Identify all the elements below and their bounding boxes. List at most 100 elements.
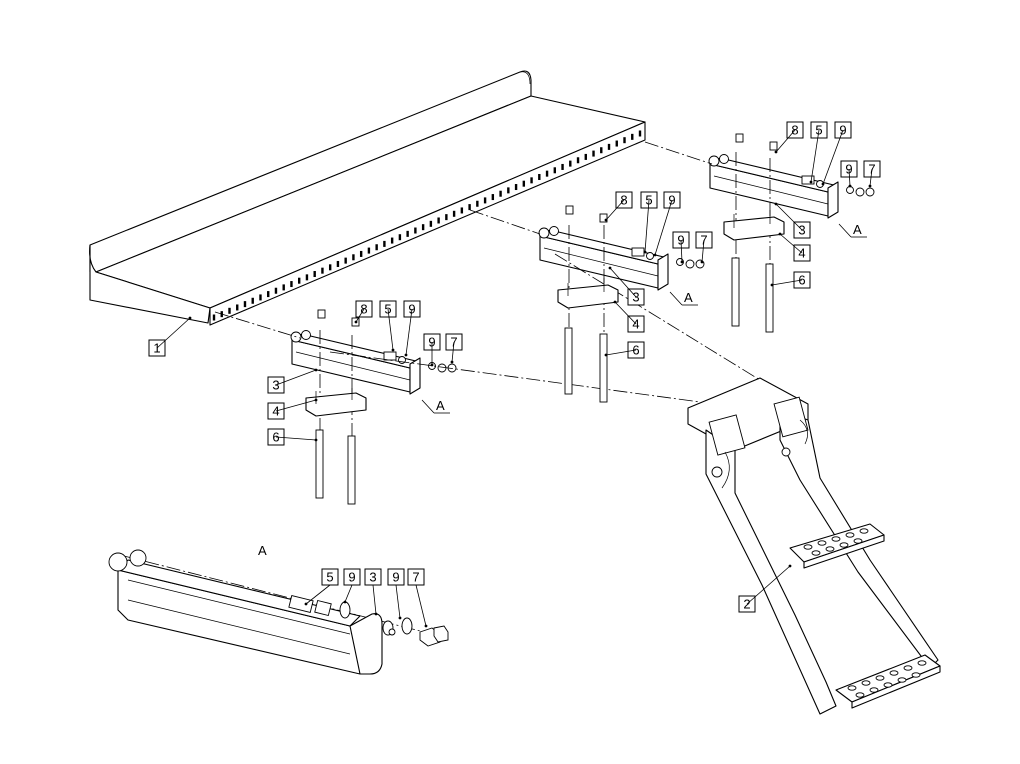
- tray-slot: [522, 180, 526, 187]
- step-hole: [803, 544, 813, 550]
- tray-slot: [468, 204, 471, 211]
- callout-label: 9: [348, 570, 355, 585]
- tray-slot: [507, 187, 510, 194]
- callout-cM9b: 9: [672, 231, 690, 264]
- tray-slot: [375, 244, 378, 251]
- step-hole: [855, 692, 865, 698]
- callout-cL8: 8: [354, 300, 373, 324]
- tray-slot: [236, 304, 239, 311]
- step-hole: [817, 540, 827, 546]
- step-hole: [875, 675, 885, 681]
- step-hole: [825, 546, 835, 552]
- tray-slot: [390, 237, 394, 244]
- callout-cR4: 4: [778, 232, 811, 262]
- step-hole: [811, 550, 821, 556]
- tray-slot: [383, 240, 386, 247]
- tray-slot: [429, 220, 433, 227]
- tray-slot: [545, 170, 549, 177]
- callout-cMA: A: [669, 290, 698, 306]
- callout-cD9b: 9: [387, 568, 405, 620]
- step-hole: [861, 680, 871, 686]
- tray-slot: [282, 284, 285, 291]
- callout-label: A: [684, 290, 693, 305]
- step-hole: [903, 665, 913, 671]
- callout-label: A: [853, 222, 862, 237]
- callout-cR9b: 9: [840, 160, 858, 188]
- tray-slot: [398, 234, 402, 241]
- step-hole: [853, 538, 863, 544]
- callout-cD5: 5: [304, 568, 339, 606]
- tray-slot: [452, 210, 456, 217]
- tray-slot: [445, 214, 448, 221]
- step-hole: [869, 687, 879, 693]
- callout-cR6: 6: [770, 271, 811, 289]
- rods-part-6: [315, 257, 774, 505]
- callout-cM4: 4: [613, 300, 645, 333]
- step-hole: [831, 536, 841, 542]
- callout-cR8: 8: [774, 121, 804, 154]
- tray-slot: [638, 130, 642, 137]
- tray-slot: [491, 194, 495, 201]
- callout-cD7: 7: [407, 568, 428, 628]
- tray-slot: [243, 301, 247, 308]
- tray-slot: [483, 197, 487, 204]
- callout-cR5: 5: [809, 121, 828, 184]
- callout-cL5: 5: [379, 300, 397, 352]
- tray-slot: [212, 314, 216, 321]
- callout-label: 7: [412, 570, 419, 585]
- tray-slot: [267, 291, 270, 298]
- callout-cL7: 7: [445, 333, 463, 364]
- step-holes: [803, 528, 927, 698]
- tray-slot: [530, 177, 533, 184]
- tray-slot: [298, 277, 301, 284]
- tray-slot: [607, 143, 611, 150]
- tray-slot: [336, 260, 340, 267]
- tray-slot: [437, 217, 440, 224]
- tray-slot: [421, 224, 425, 231]
- tray-slot: [623, 137, 626, 144]
- tray-slot: [460, 207, 464, 214]
- tray-slot: [274, 287, 278, 294]
- tray-slot: [476, 200, 479, 207]
- step-hole: [859, 528, 869, 534]
- callout-label: 3: [369, 570, 376, 585]
- callout-cL9b: 9: [423, 333, 441, 367]
- step-hole: [911, 672, 921, 678]
- step-ladder-part-2: [687, 377, 941, 715]
- tray-slot-row: [212, 130, 642, 321]
- step-hole: [847, 685, 857, 691]
- tray-slot: [576, 157, 580, 164]
- tray-slot: [344, 257, 347, 264]
- callout-cD9: 9: [343, 568, 361, 604]
- tray-slot: [615, 140, 618, 147]
- callout-cD3: 3: [364, 568, 382, 616]
- tray-slot: [569, 160, 572, 167]
- tray-slot: [600, 147, 603, 154]
- callout-c2: 2: [738, 564, 792, 613]
- callout-label: 5: [326, 570, 333, 585]
- detail-a-title: A: [258, 543, 267, 558]
- detail-a-view: A: [108, 543, 449, 675]
- step-hole: [883, 682, 893, 688]
- tray-slot: [228, 307, 231, 314]
- tray-slot: [352, 254, 355, 261]
- callout-cRA: A: [838, 222, 867, 238]
- callout-cL4: 4: [267, 398, 318, 420]
- callout-cL6: 6: [267, 428, 318, 446]
- tray-slot: [290, 281, 293, 288]
- callout-label: 9: [392, 570, 399, 585]
- callout-cL3: 3: [267, 368, 318, 394]
- step-hole: [917, 660, 927, 666]
- tray-slot: [514, 184, 518, 191]
- callout-cM6: 6: [604, 341, 645, 359]
- step-hole: [845, 532, 855, 538]
- callout-label: A: [436, 398, 445, 413]
- callout-cM7: 7: [695, 231, 713, 264]
- tray-slot: [328, 264, 332, 271]
- tray-slot: [414, 227, 417, 234]
- saddle-clips-part-4: [305, 210, 785, 417]
- step-hole: [897, 677, 907, 683]
- tray-slot: [553, 167, 556, 174]
- tray-slot: [367, 247, 371, 254]
